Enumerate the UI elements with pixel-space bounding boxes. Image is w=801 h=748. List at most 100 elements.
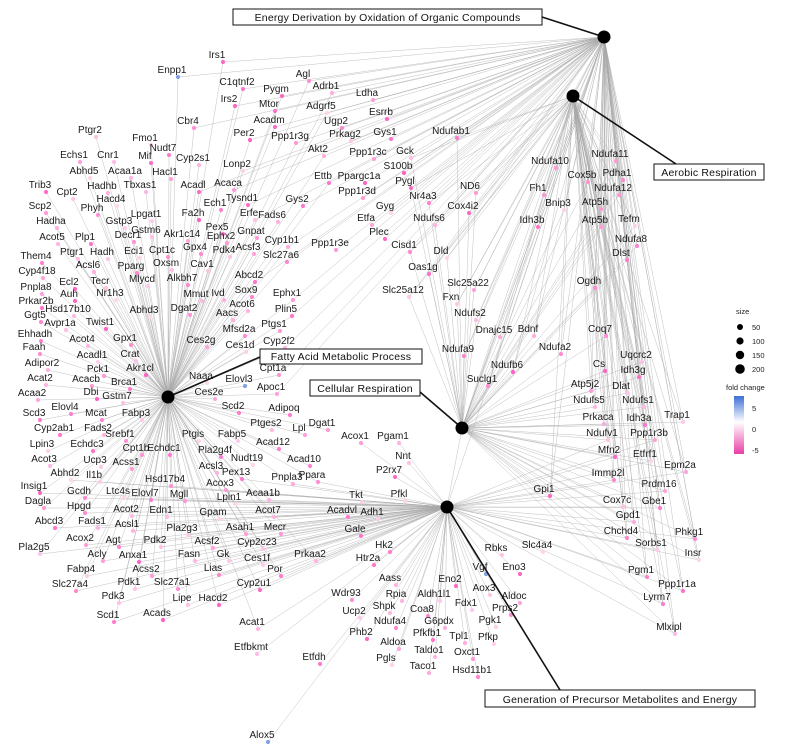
gene-label: Dbi (83, 387, 98, 398)
gene-node (232, 501, 238, 507)
edge (167, 246, 289, 398)
gene-label: Acot7 (255, 505, 281, 516)
size-legend-label: 150 (752, 351, 765, 360)
edge (446, 506, 457, 587)
edge (167, 396, 214, 549)
edge (317, 481, 448, 508)
gene-label: Ggt5 (24, 310, 46, 321)
edge (274, 36, 605, 128)
gene-label: P2rx7 (376, 465, 403, 476)
gene-label: C1qtnf2 (219, 77, 254, 88)
gene-node (250, 462, 256, 468)
edge (222, 36, 605, 63)
size-legend-label: 200 (752, 365, 765, 374)
gene-label: Gk (217, 549, 231, 560)
edge (90, 243, 169, 398)
gene-node (148, 497, 154, 503)
gene-node (216, 602, 222, 608)
gene-label: Phb2 (349, 627, 373, 638)
edge (603, 36, 648, 578)
gene-node (432, 654, 438, 660)
gene-node (39, 305, 45, 311)
gene-label: Etfbkmt (234, 642, 268, 653)
edge (40, 321, 169, 398)
edge (256, 506, 448, 655)
gene-node (388, 136, 394, 142)
gene-node (462, 640, 468, 646)
gene-label: Pfkp (478, 632, 498, 643)
edge (461, 427, 666, 492)
edge (461, 427, 676, 635)
gene-label: Nudt19 (231, 453, 264, 464)
gene-node (216, 572, 222, 578)
gene-label: Fmo1 (132, 133, 158, 144)
edge (91, 385, 169, 398)
edge (167, 256, 231, 398)
edge (428, 506, 448, 674)
edge (96, 396, 169, 400)
gene-node (100, 558, 106, 564)
edge (167, 396, 264, 566)
gene-label: Acly (88, 549, 107, 560)
edge (43, 506, 448, 509)
edge (39, 396, 169, 494)
gene-label: Ugp2 (324, 116, 348, 127)
edge (167, 346, 208, 398)
gene-label: Acaa2 (18, 388, 47, 399)
edge (167, 396, 189, 536)
gene-node (185, 282, 191, 288)
edge (461, 406, 596, 429)
gene-node (139, 452, 145, 458)
edge (603, 36, 684, 592)
edge (390, 36, 605, 214)
gene-node (315, 479, 321, 485)
gene-node (393, 582, 399, 588)
gene-label: Aox3 (473, 583, 496, 594)
gene-label: Cs (593, 359, 605, 370)
gene-label: Tkt (349, 490, 363, 501)
gene-label: Dagla (25, 496, 52, 507)
fold-change-tick-label: -5 (752, 446, 759, 455)
gene-node (168, 483, 174, 489)
edge (187, 506, 448, 606)
edge (134, 396, 169, 590)
edge (291, 36, 605, 317)
gene-label: Gcdh (67, 486, 91, 497)
edge (167, 284, 189, 398)
gene-label: Irs2 (221, 94, 238, 105)
gene-node (111, 619, 117, 625)
gene-node (224, 240, 230, 246)
edge (145, 191, 169, 398)
gene-label: Edn1 (149, 505, 173, 516)
gene-label: Aldoa (380, 637, 406, 648)
gene-node (45, 448, 51, 454)
gene-label: Nnt (395, 451, 411, 462)
gene-label: Brca1 (111, 377, 138, 388)
hub-label-box: Fatty Acid Metabolic Process (259, 348, 423, 365)
gene-label: Agl (296, 69, 310, 80)
gene-node (137, 255, 143, 261)
edge (603, 36, 684, 423)
edge (572, 95, 616, 458)
edge (257, 506, 448, 630)
edge (167, 204, 249, 398)
gene-label: Acaa1b (246, 488, 280, 499)
gene-label: Acot6 (229, 299, 255, 310)
gene-node (84, 573, 90, 579)
hub-label-box: Energy Derivation by Oxidation of Organi… (232, 8, 543, 26)
gene-label: Taldo1 (414, 645, 444, 656)
gene-label: Acsl1 (115, 519, 140, 530)
gene-node (99, 417, 105, 423)
gene-node (72, 298, 78, 304)
gene-label: Etfdh (302, 652, 325, 663)
gene-node (89, 383, 95, 389)
gene-label: Acot4 (69, 334, 95, 345)
gene-label: Gpam (199, 507, 226, 518)
gene-label: Shpk (373, 601, 397, 612)
edge (135, 360, 169, 398)
edge (267, 506, 448, 743)
edge (167, 396, 319, 483)
gene-node (307, 463, 313, 469)
